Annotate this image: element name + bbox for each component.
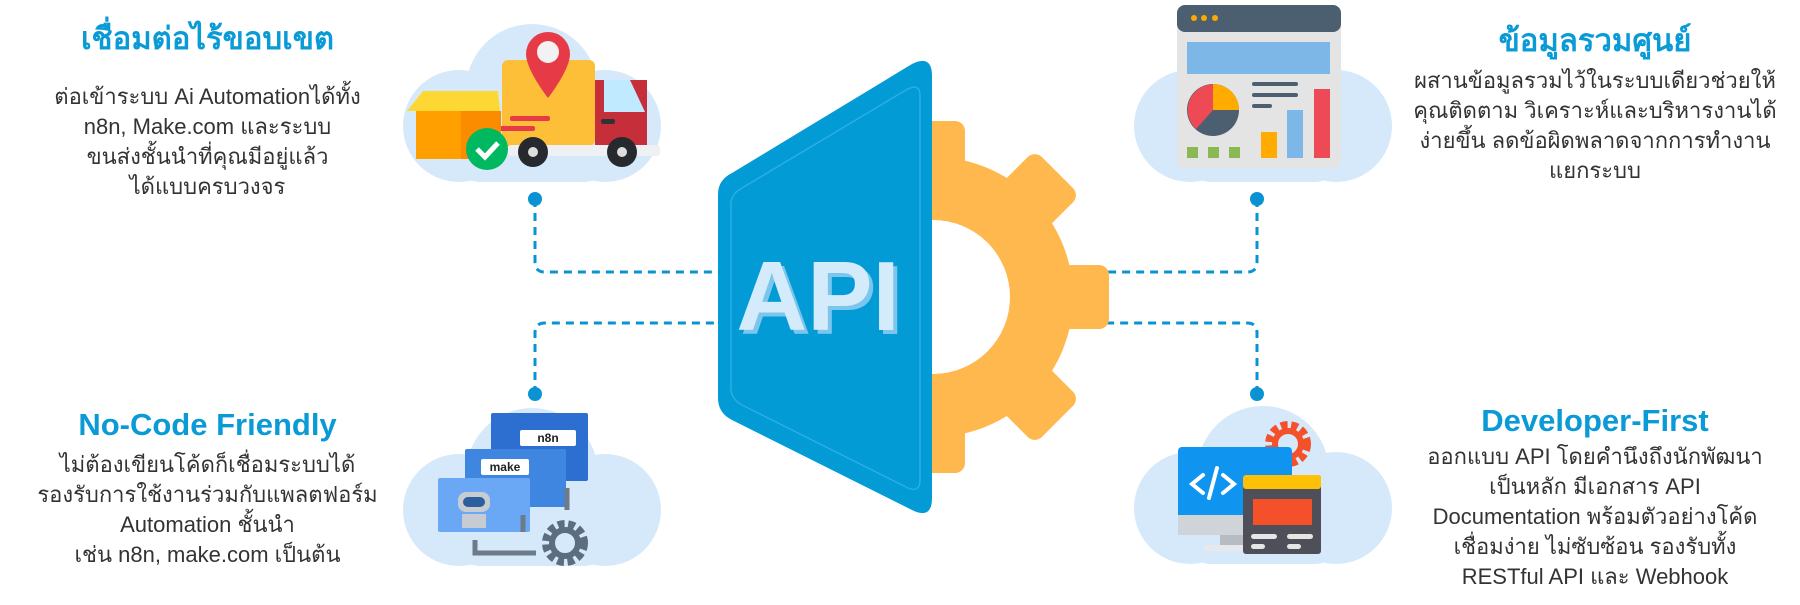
feature-line: เช่น n8n, make.com เป็นต้น <box>74 542 341 567</box>
developer-code-icon <box>1178 421 1321 554</box>
feature-line: ง่ายขึ้น ลดข้อผิดพลาดจากการทำงาน <box>1419 128 1771 153</box>
feature-top-right: ข้อมูลรวมศูนย์ ผสานข้อมูลรวมไว้ในระบบเดี… <box>1395 22 1795 186</box>
feature-line: ไม่ต้องเขียนโค้ดก็เชื่อมระบบได้ <box>59 452 356 477</box>
feature-line: Documentation พร้อมตัวอย่างโค้ด <box>1432 504 1758 529</box>
connector-bottom-right <box>1105 321 1259 394</box>
api-shield <box>718 60 932 514</box>
feature-line: n8n, Make.com และระบบ <box>83 114 332 139</box>
connector-dot <box>528 192 542 206</box>
feature-bottom-right: Developer-First ออกแบบ API โดยคำนึงถึงนั… <box>1395 402 1795 592</box>
feature-line: ได้แบบครบวงจร <box>129 174 286 199</box>
feature-bottom-left: No-Code Friendly ไม่ต้องเขียนโค้ดก็เชื่อ… <box>15 406 400 570</box>
feature-title: ข้อมูลรวมศูนย์ <box>1498 23 1692 58</box>
api-label: API <box>736 241 899 351</box>
feature-line: ขนส่งชั้นนำที่คุณมีอยู่แล้ว <box>86 144 329 169</box>
n8n-badge: n8n <box>537 431 558 445</box>
dashboard-icon <box>1177 5 1341 168</box>
connector-top-left <box>533 199 720 274</box>
feature-line: ออกแบบ API โดยคำนึงถึงนักพัฒนา <box>1427 444 1763 469</box>
feature-line: เชื่อมง่าย ไม่ซับซ้อน รองรับทั้ง <box>1453 534 1737 559</box>
feature-title: No-Code Friendly <box>78 407 337 442</box>
feature-top-left: เชื่อมต่อไร้ขอบเขต ต่อเข้าระบบ Ai Automa… <box>20 20 395 202</box>
feature-line: RESTful API และ Webhook <box>1461 564 1729 589</box>
location-pin-icon <box>526 32 570 98</box>
feature-line: เป็นหลัก มีเอกสาร API <box>1489 474 1701 499</box>
api-shield-inner-border <box>730 86 921 491</box>
feature-line: ต่อเข้าระบบ Ai Automationได้ทั้ง <box>54 84 361 109</box>
connector-bottom-left <box>533 321 720 394</box>
make-badge: make <box>490 460 521 474</box>
connector-top-right <box>1105 199 1259 274</box>
connector-dot <box>1250 387 1264 401</box>
feature-line: แยกระบบ <box>1549 158 1641 183</box>
feature-line: ผสานข้อมูลรวมไว้ในระบบเดียวช่วยให้ <box>1414 68 1776 93</box>
delivery-truck-icon <box>407 32 660 170</box>
feature-title: เชื่อมต่อไร้ขอบเขต <box>80 21 335 56</box>
feature-line: Automation ชั้นนำ <box>120 512 295 537</box>
feature-line: รองรับการใช้งานร่วมกับแพลตฟอร์ม <box>37 482 378 507</box>
check-badge-icon <box>466 128 508 170</box>
feature-title: Developer-First <box>1481 403 1709 438</box>
automation-windows-icon: n8n make <box>438 413 588 566</box>
connector-dot <box>528 387 542 401</box>
gear-icon <box>930 121 1109 473</box>
connector-dot <box>1250 192 1264 206</box>
feature-line: คุณติดตาม วิเคราะห์และบริหารงานได้ <box>1413 98 1777 123</box>
